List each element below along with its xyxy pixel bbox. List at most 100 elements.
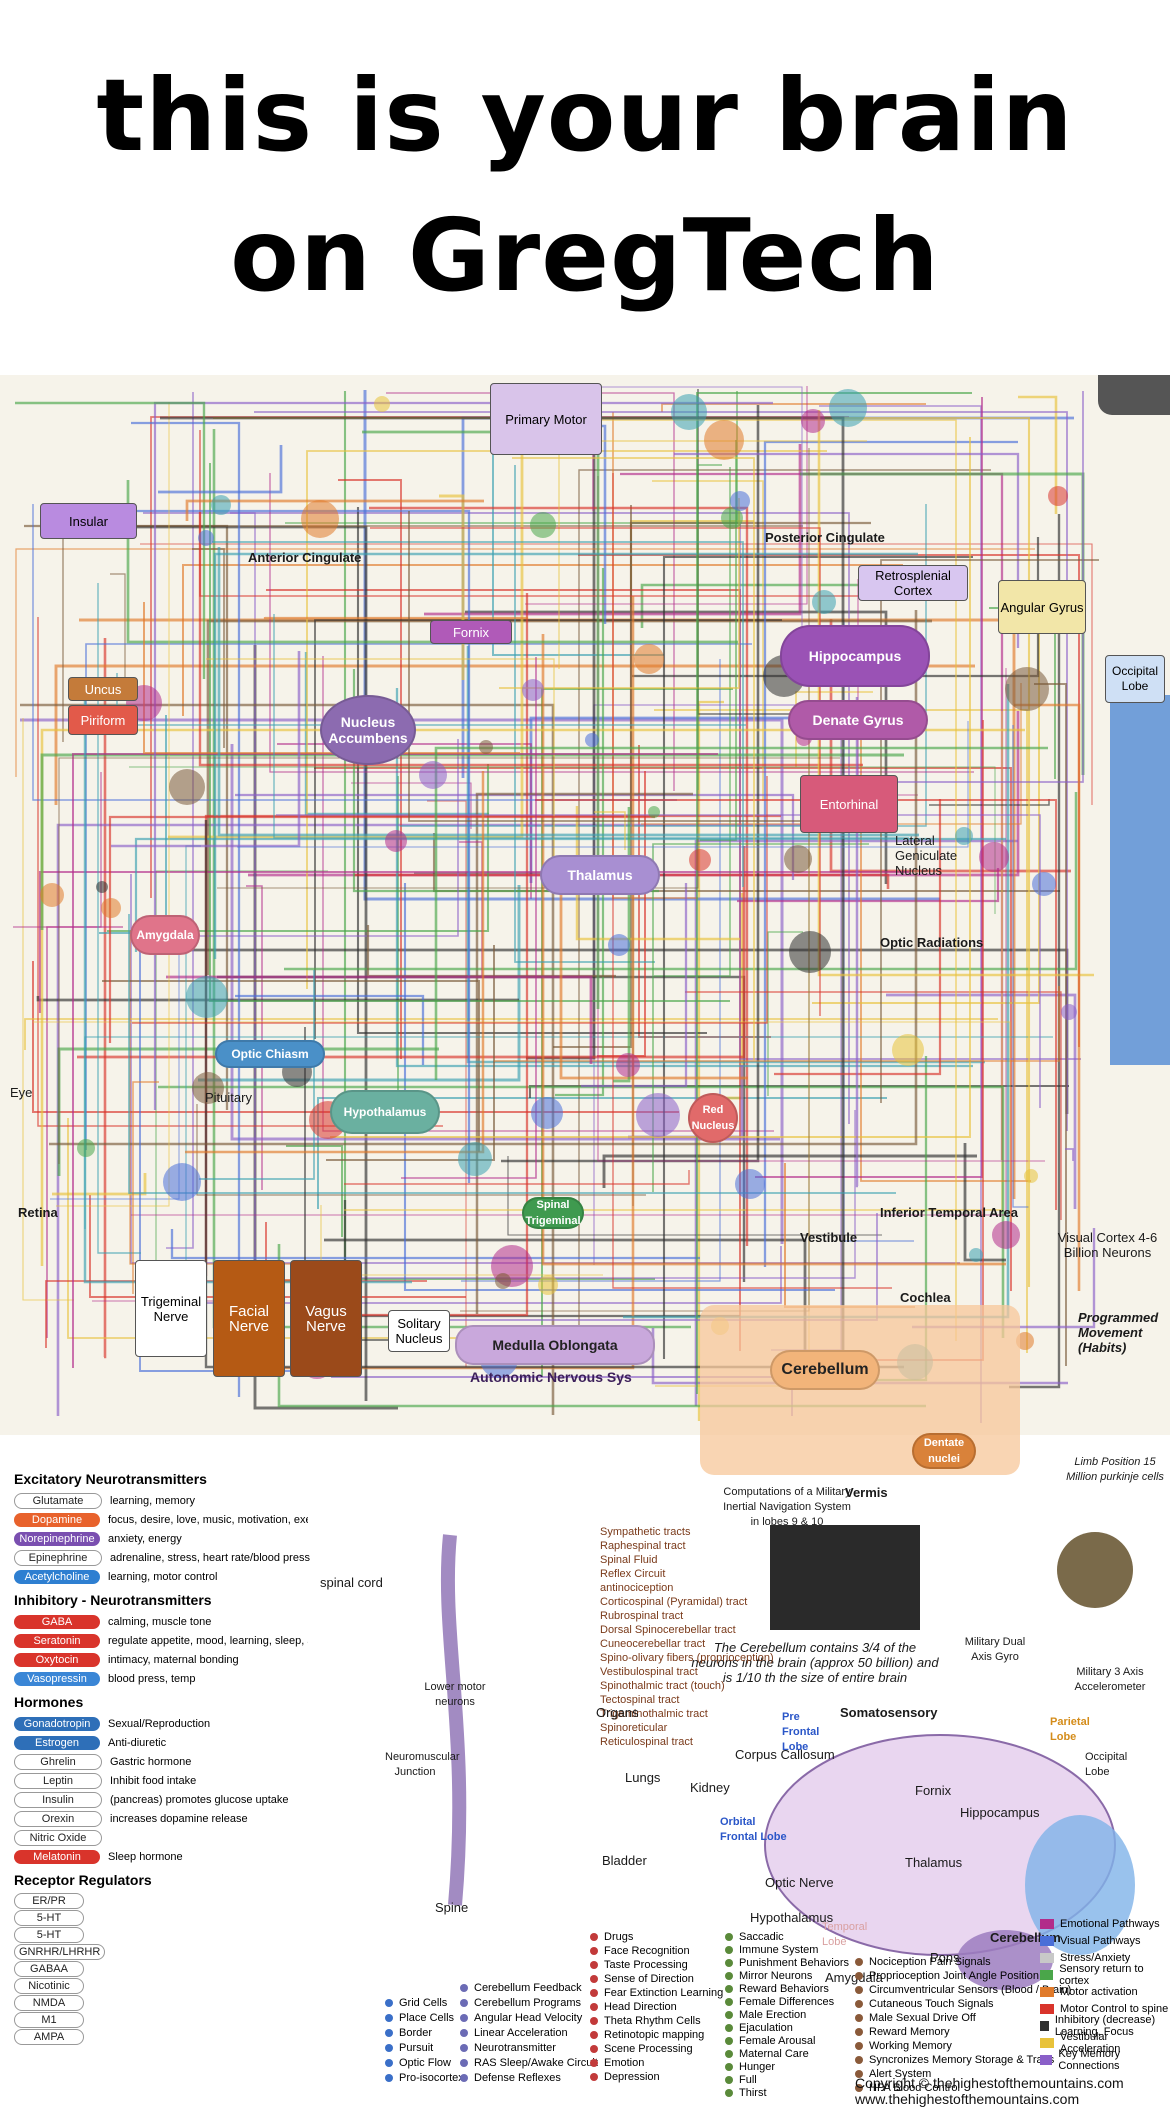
pathway-wire [507,1156,882,1236]
nucleus-dot [829,389,867,427]
label-lungs: Lungs [625,1770,661,1785]
excitatory-name: Norepinephrine [14,1531,100,1546]
pathway-wire [213,552,918,959]
key-mid4-bullet-icon [855,2042,863,2050]
copyright-line-1: Copyright © thehighestofthemountains.com [855,2075,1124,2091]
pathway-wire [737,868,1000,903]
pathway-wire [819,405,982,1423]
label-neuromuscular: Neuromuscular Junction [385,1751,460,1778]
pathway-swatch [1040,1969,1054,1980]
pathway-wire [539,386,803,633]
key-mid4-item: Alert System [855,2067,1071,2081]
region-hypothalamus: Hypothalamus [330,1090,440,1134]
corner-tab [1098,375,1170,415]
label-occipital-2: Occipital Lobe [1085,1751,1128,1778]
pathway-wire [652,480,764,801]
key-mid3-item: Ejaculation [725,2021,849,2034]
pathway-wire [880,559,1099,1103]
pathway-wire [767,931,803,1096]
region-nucleus-accumbens: Nucleus Accumbens [320,695,416,765]
nucleus-dot [992,1221,1020,1249]
key-mid4-bullet-icon [855,2056,863,2064]
pathway-wire [15,401,206,679]
label-bladder: Bladder [602,1853,647,1868]
label-orbital: Orbital Frontal Lobe [720,1816,787,1843]
pathway-wire [132,1081,159,1294]
pathway-item: Vestibulospinal tract [600,1666,698,1678]
key-mid3-item: Female Arousal [725,2034,849,2047]
key-mid2-item: Depression [590,2070,723,2084]
pathway-wire [755,397,983,1178]
label-kidney: Kidney [690,1780,730,1795]
pathway-wire [166,975,593,1064]
key-mid3-label: Thirst [739,2086,767,2099]
label-inferior-temporal: Inferior Temporal Area [880,1205,1018,1220]
pathway-wire [400,504,927,827]
pathway-wire [140,543,1093,805]
key-mid2-bullet-icon [590,1975,598,1983]
region-solitary-nucleus: Solitary Nucleus [388,1310,450,1352]
key-mid4-label: Reward Memory [869,2026,950,2038]
key-mid4-item: Circumventricular Sensors (Blood / Brain… [855,1983,1071,1997]
pathway-item: Tectospinal tract [600,1694,680,1706]
caption-line-1: this is your brain [96,57,1074,174]
pathway-key-label: Vestibular Acceleration [1059,2030,1121,2055]
key-left-bullet-icon [385,2073,393,2082]
cerebellum-panel [700,1305,1020,1475]
key-mid4-bullet-icon [855,2070,863,2078]
nucleus-dot [538,1275,558,1295]
key-mid3-item: Female Differences [725,1995,849,2008]
key-mid4-bullet-icon [855,1972,863,1980]
key-mid4-item: HPA Blood Control [855,2081,1071,2095]
pathway-wire [1065,1148,1074,1161]
pathway-swatch [1040,2037,1054,2048]
excitatory-name: Acetylcholine [14,1569,100,1584]
receptor-row: 5-HT [14,1926,314,1943]
key-left-item: Pro-isocortex [385,2070,464,2085]
key-mid2-label: Depression [604,2071,660,2083]
key-left-label: Optic Flow [399,2056,451,2069]
key-mid2-bullet-icon [590,2059,598,2067]
pathway-wire [199,970,315,1180]
hormone-desc: Sleep hormone [108,1850,183,1863]
key-mid2-label: Scene Processing [604,2043,693,2055]
pathway-wire [37,617,443,1127]
receptor-row: 5-HT [14,1909,314,1926]
label-hypothalamus-2: Hypothalamus [750,1910,834,1925]
nucleus-dot [721,507,743,529]
pathway-wire [237,721,969,848]
nucleus-dot [301,500,339,538]
inhibitory-name: Seratonin [14,1633,100,1648]
key-mid2-bullet-icon [590,2073,598,2081]
inhibitory-name: GABA [14,1614,100,1629]
pathway-wire [475,792,693,1314]
pathway-key-label: Inhibitory (decrease) Learning, Focus [1054,2013,1156,2038]
pathway-wire [206,658,555,870]
excitatory-desc: learning, memory [110,1494,195,1507]
receptors-title: Receptor Regulators [14,1872,152,1888]
meme-caption: this is your brain on GregTech [0,0,1170,372]
nucleus-dot [608,934,630,956]
pathway-wire [439,494,465,680]
key-mid2-label: Taste Processing [604,1959,688,1971]
nucleus-dot [186,976,228,1018]
pathway-key-label: Motor Control to spine [1060,2002,1169,2015]
hormone-desc: Gastric hormone [110,1755,192,1768]
pathway-wire [22,718,74,1301]
pathway-wire [15,548,1035,777]
key-mid3-bullet-icon [725,2023,733,2032]
key-mid2-item: Scene Processing [590,2042,723,2056]
key-mid2-item: Theta Rhythm Cells [590,2014,723,2028]
label-pituitary: Pituitary [205,1090,252,1105]
key-mid3-label: Female Arousal [739,2034,816,2047]
key-mid2-bullet-icon [590,1933,598,1941]
key-mid2-label: Emotion [604,2057,645,2069]
pathway-wire [575,806,740,941]
pathway-item: Sympathetic tracts [600,1526,691,1538]
pathway-wire [158,445,283,494]
note-purkinje: Limb Position 15 Million purkinje cells [1066,1456,1164,1483]
region-fornix: Fornix [430,620,512,644]
pathway-item: Spinal Fluid [600,1554,658,1566]
